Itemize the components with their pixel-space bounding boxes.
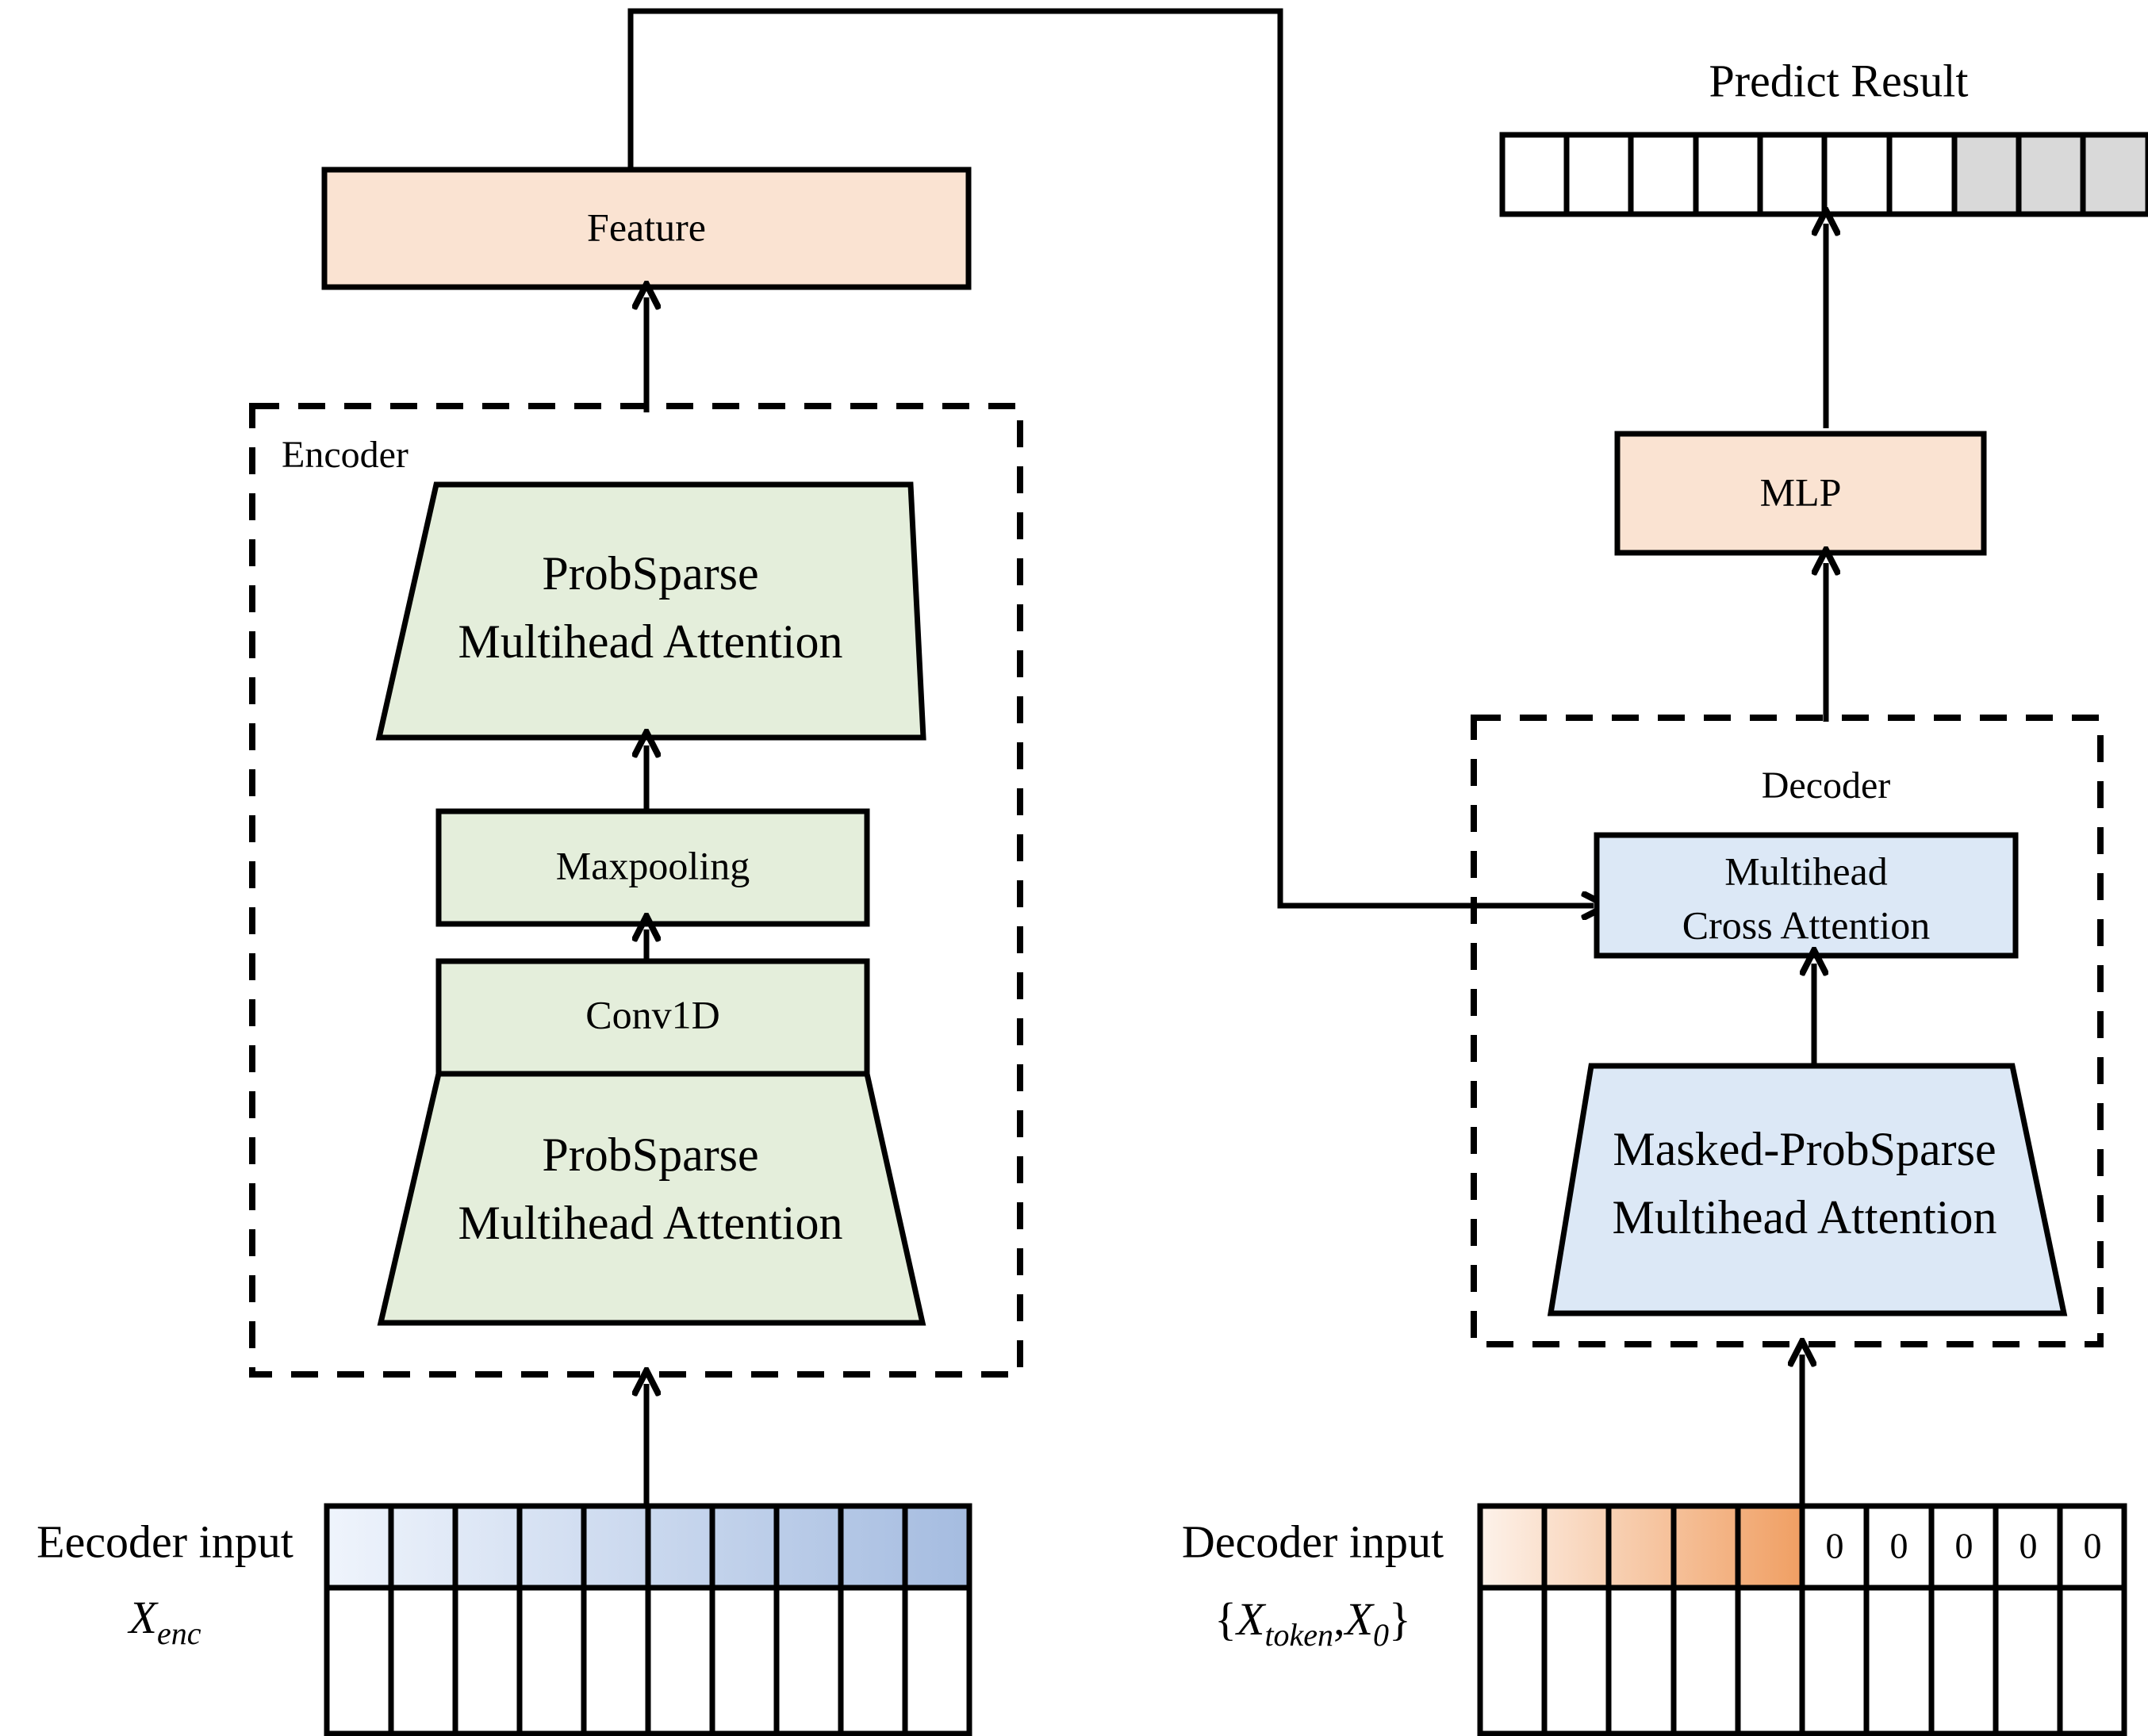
encoder-input-label-line2: Xenc xyxy=(128,1592,201,1651)
decoder-input-column-dividers xyxy=(1541,1506,2063,1734)
encoder-section-label: Encoder xyxy=(282,434,409,476)
enc-probsparse-attention-top-line2: Multihead Attention xyxy=(458,615,843,668)
enc-conv1d-shape xyxy=(435,958,870,1077)
dec-masked-probsparse-attention-shape xyxy=(1547,1063,2068,1316)
encoder-input-label-line1: Eecoder input xyxy=(36,1516,293,1567)
dec-brace-open: { xyxy=(1214,1593,1237,1645)
dec-masked-probsparse-attention[interactable]: Masked-ProbSparse Multihead Attention xyxy=(1547,1063,2068,1316)
enc-maxpooling-label: Maxpooling xyxy=(556,843,750,887)
decoder-input-zero-labels: 0 0 0 0 0 xyxy=(1826,1526,2102,1566)
feature-block-shape xyxy=(321,167,972,290)
enc-probsparse-attention-bottom-shape xyxy=(377,1071,926,1326)
dec-cross-attention-block[interactable]: Multihead Cross Attention xyxy=(1594,832,2019,959)
skip-connection-feature-to-decoder xyxy=(627,8,1594,906)
dec-var-sub-zero: 0 xyxy=(1373,1617,1389,1653)
dec-cross-attention-line2: Cross Attention xyxy=(1682,902,1931,947)
dec-var-x2: X xyxy=(1344,1593,1375,1645)
dec-comma: , xyxy=(1333,1593,1345,1645)
mlp-block-label: MLP xyxy=(1760,469,1842,514)
feature-block[interactable]: Feature xyxy=(321,167,972,290)
decoder-input-zero-cell-4: 0 xyxy=(2020,1526,2038,1566)
mlp-block-shape xyxy=(1614,431,1987,556)
decoder-input-zero-cell-5: 0 xyxy=(2084,1526,2102,1566)
enc-probsparse-attention-bottom-line1: ProbSparse xyxy=(542,1129,758,1181)
decoder-dashed-border xyxy=(1471,715,2104,1347)
dec-brace-close: } xyxy=(1389,1593,1411,1645)
decoder-input-label-line1: Decoder input xyxy=(1182,1516,1444,1567)
decoder-container: Decoder xyxy=(1471,715,2104,1347)
encoder-input-column-dividers xyxy=(388,1506,908,1734)
decoder-input-zero-span xyxy=(1802,1506,2124,1588)
decoder-input-label: Decoder input {Xtoken,X0} xyxy=(1182,1516,1444,1653)
decoder-input-label-line2: {Xtoken,X0} xyxy=(1214,1593,1411,1653)
decoder-section-label: Decoder xyxy=(1762,765,1891,807)
decoder-input-token-span xyxy=(1480,1506,1802,1588)
enc-probsparse-attention-bottom-line2: Multihead Attention xyxy=(458,1197,843,1249)
encoder-input-label: Eecoder input Xenc xyxy=(36,1516,293,1651)
encoder-input-grid[interactable] xyxy=(324,1503,972,1736)
dec-masked-probsparse-line1: Masked-ProbSparse xyxy=(1613,1123,1996,1175)
dec-var-x1: X xyxy=(1235,1593,1267,1645)
predict-result-gray-span xyxy=(1954,135,2148,214)
enc-probsparse-attention-top[interactable]: ProbSparse Multihead Attention xyxy=(375,481,926,741)
dec-var-sub-token: token xyxy=(1264,1617,1333,1653)
dec-masked-probsparse-line2: Multihead Attention xyxy=(1613,1191,1997,1244)
enc-conv1d-block[interactable]: Conv1D xyxy=(435,958,870,1077)
encoder-input-var-base: X xyxy=(128,1592,159,1643)
predict-result-grid[interactable] xyxy=(1499,132,2148,217)
mlp-block[interactable]: MLP xyxy=(1614,431,1987,556)
enc-conv1d-label: Conv1D xyxy=(585,992,719,1037)
enc-probsparse-attention-top-line1: ProbSparse xyxy=(542,547,758,600)
dec-cross-attention-line1: Multihead xyxy=(1724,849,1888,893)
enc-maxpooling-block[interactable]: Maxpooling xyxy=(435,808,870,927)
decoder-input-zero-cell-1: 0 xyxy=(1826,1526,1844,1566)
predict-result-column-dividers xyxy=(1563,135,2086,214)
feature-block-label: Feature xyxy=(587,205,706,249)
decoder-input-zero-cell-2: 0 xyxy=(1890,1526,1908,1566)
enc-probsparse-attention-top-shape xyxy=(375,481,926,741)
decoder-input-grid[interactable]: 0 0 0 0 0 xyxy=(1477,1503,2127,1736)
encoder-input-var-sub: enc xyxy=(157,1615,201,1651)
enc-maxpooling-shape xyxy=(435,808,870,927)
enc-probsparse-attention-bottom[interactable]: ProbSparse Multihead Attention xyxy=(377,1071,926,1326)
predict-result-title: Predict Result xyxy=(1709,55,1968,106)
decoder-input-zero-cell-3: 0 xyxy=(1955,1526,1973,1566)
